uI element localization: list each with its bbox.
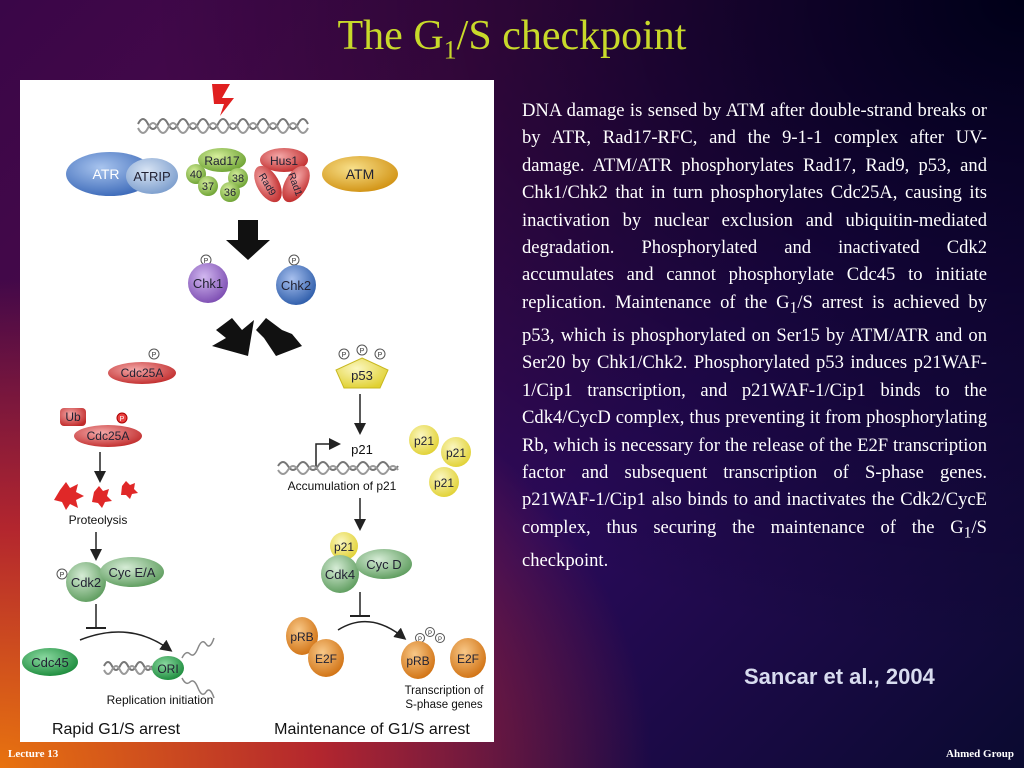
big-down-arrow-icon <box>226 220 270 260</box>
title-subscript: 1 <box>443 35 457 65</box>
hus1-label: Hus1 <box>270 154 298 168</box>
cyc-ea-node <box>100 557 164 587</box>
svg-text:pRB: pRB <box>290 630 313 644</box>
prb-node-right <box>401 641 435 679</box>
ori-label: ORI <box>157 662 178 676</box>
chk1-node <box>188 263 228 303</box>
p21-free-node-3 <box>429 467 459 497</box>
ub-tag <box>60 408 86 426</box>
rad17-label: Rad17 <box>204 154 240 168</box>
cdc45-label: Cdc45 <box>31 655 69 670</box>
svg-text:38: 38 <box>232 173 244 185</box>
g1s-pathway-figure: ATR ATRIP 40 Rad17 38 37 36 Hus1 Rad9 Ra… <box>20 80 494 742</box>
prb-node-left <box>286 617 318 655</box>
cyc-d-node <box>356 549 412 579</box>
svg-text:P: P <box>342 352 347 359</box>
right-diagonal-arrow-icon <box>256 318 302 356</box>
cdk2-label: Cdk2 <box>71 575 101 590</box>
svg-text:40: 40 <box>190 169 202 181</box>
svg-text:P: P <box>438 637 442 643</box>
p21-free-node-1 <box>409 425 439 455</box>
proteolysis-label: Proteolysis <box>69 513 128 527</box>
proteolysis-fragments-icon <box>54 481 138 510</box>
slide-title: The G1/S checkpoint <box>0 12 1024 65</box>
dna-strand-icon <box>137 118 309 130</box>
body-paragraph: DNA damage is sensed by ATM after double… <box>522 100 987 571</box>
chk1-label: Chk1 <box>193 276 223 291</box>
footer-author: Ahmed Group <box>946 748 1014 760</box>
atrip-label: ATRIP <box>133 169 170 184</box>
accumulation-p21-label: Accumulation of p21 <box>288 479 397 493</box>
svg-text:p21: p21 <box>414 434 434 448</box>
p21-gene-label: p21 <box>351 442 373 457</box>
cdc25a-ub-node <box>74 425 142 447</box>
svg-text:p21: p21 <box>434 476 454 490</box>
title-main: The G <box>337 13 444 59</box>
atm-label: ATM <box>346 166 375 182</box>
transcription-label-1: Transcription of <box>405 685 485 697</box>
svg-text:p21: p21 <box>334 540 354 554</box>
ori-node <box>152 656 184 680</box>
svg-text:p21: p21 <box>446 446 466 460</box>
chk2-node <box>276 265 316 305</box>
maintenance-arrest-label: Maintenance of G1/S arrest <box>274 721 470 738</box>
svg-text:37: 37 <box>202 181 214 193</box>
svg-text:P: P <box>418 637 422 643</box>
rad17-node <box>198 148 246 172</box>
chk2-label: Chk2 <box>281 278 311 293</box>
p21-free-node-2 <box>441 437 471 467</box>
svg-text:P: P <box>60 572 65 579</box>
dna-damage-lightning-icon <box>212 84 234 116</box>
cdc25a-ub-label: Cdc25A <box>87 429 130 443</box>
atrip-node <box>126 158 178 194</box>
cdk4-label: Cdk4 <box>325 567 355 582</box>
svg-text:P: P <box>120 416 125 423</box>
p53-node <box>335 357 389 389</box>
p21-gene-dna-icon <box>277 461 399 471</box>
p53-label: p53 <box>351 368 373 383</box>
svg-text:P: P <box>292 258 297 265</box>
e2f-node-left <box>308 639 344 677</box>
rad1-node <box>282 165 310 203</box>
cyc-ea-label: Cyc E/A <box>109 565 156 580</box>
svg-text:E2F: E2F <box>457 652 479 666</box>
atr-label: ATR <box>93 166 120 182</box>
replication-initiation-label: Replication initiation <box>107 693 214 707</box>
svg-text:P: P <box>152 352 157 359</box>
cdk2-node <box>66 562 106 602</box>
hus1-node <box>260 148 308 172</box>
cdk4-node <box>321 555 359 593</box>
cyc-d-label: Cyc D <box>366 557 401 572</box>
cdc25a-label: Cdc25A <box>121 366 164 380</box>
svg-text:P: P <box>378 352 383 359</box>
svg-text:36: 36 <box>224 187 236 199</box>
svg-text:pRB: pRB <box>406 654 429 668</box>
svg-text:P: P <box>428 631 432 637</box>
cdc25a-node <box>108 362 176 384</box>
rad9-node <box>254 165 282 203</box>
rapid-arrest-label: Rapid G1/S arrest <box>52 721 181 738</box>
p21-bound-node <box>330 532 358 560</box>
citation: Sancar et al., 2004 <box>744 664 935 689</box>
atm-node <box>322 156 398 192</box>
transcription-label-2: S-phase genes <box>405 699 483 711</box>
cdc45-node <box>22 648 78 676</box>
ub-label: Ub <box>65 410 81 424</box>
e2f-node-right <box>450 638 486 678</box>
left-diagonal-arrow-icon <box>212 318 254 356</box>
svg-text:E2F: E2F <box>315 652 337 666</box>
ori-dna-icon <box>103 661 153 671</box>
svg-text:P: P <box>360 348 365 355</box>
footer-lecture: Lecture 13 <box>8 748 59 760</box>
title-rest: /S checkpoint <box>456 13 687 59</box>
svg-text:P: P <box>204 258 209 265</box>
